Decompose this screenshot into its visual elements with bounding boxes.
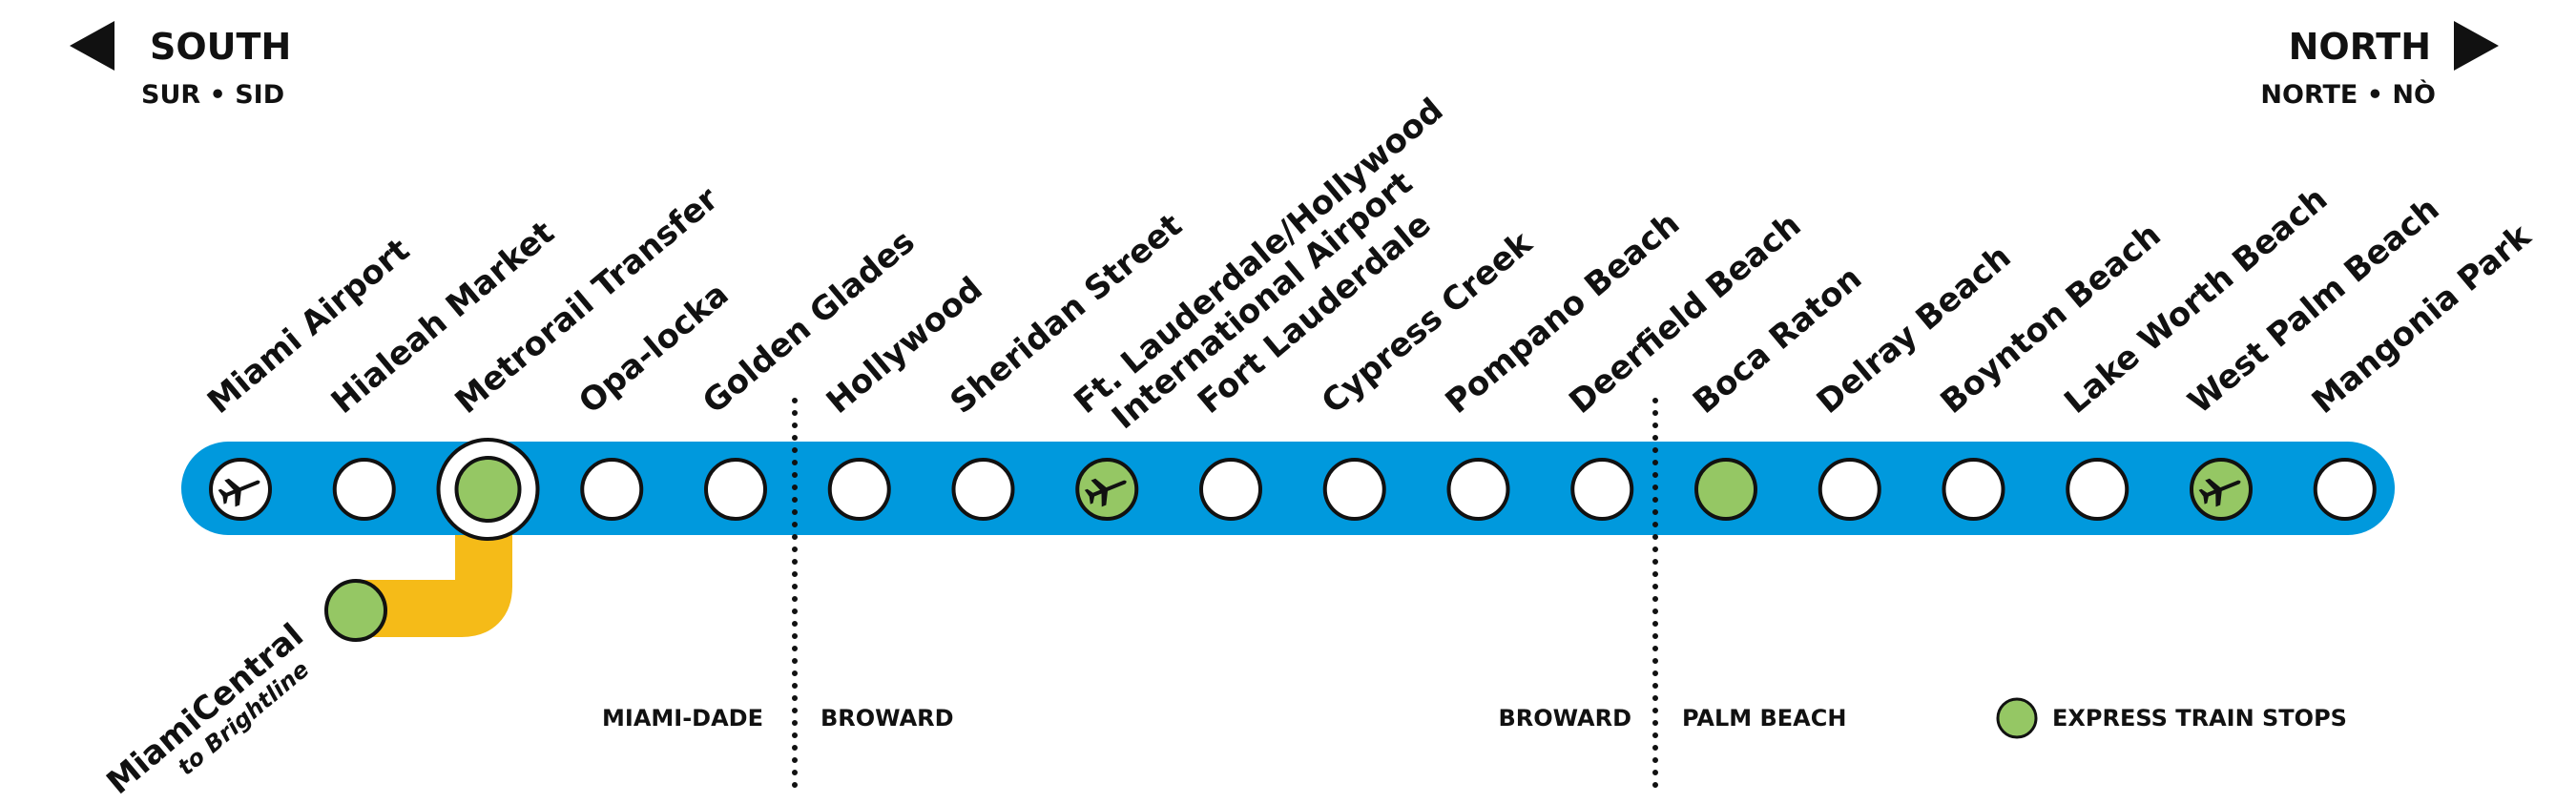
stop-dot[interactable] xyxy=(1199,458,1262,521)
station-stop[interactable] xyxy=(209,458,272,521)
stop-dot[interactable] xyxy=(1942,458,2005,521)
station-label-group: Golden Glades xyxy=(696,223,923,422)
station-label: Boynton Beach xyxy=(1934,216,2169,421)
station-label-group: Boynton Beach xyxy=(1934,216,2169,421)
station-stop[interactable] xyxy=(951,458,1015,521)
arrow-right-icon xyxy=(2454,21,2499,71)
station-stop[interactable] xyxy=(1942,458,2005,521)
station-stop[interactable] xyxy=(827,458,891,521)
station-label-group: Pompano Beach xyxy=(1439,204,1688,422)
miamicentral-label-group: MiamiCentral to Brightline xyxy=(99,616,314,802)
station-stop[interactable] xyxy=(580,458,644,521)
stop-dot[interactable] xyxy=(704,458,767,521)
county-label-miami-dade: MIAMI-DADE xyxy=(602,705,763,732)
station-stop[interactable] xyxy=(436,438,540,541)
miamicentral-label: MiamiCentral xyxy=(99,616,310,802)
station-label-group: Miami Airport xyxy=(200,231,417,422)
station-stop[interactable] xyxy=(1199,458,1262,521)
station-stop[interactable] xyxy=(1322,458,1386,521)
station-label: Golden Glades xyxy=(696,223,923,422)
south-sub-label: SUR • SID xyxy=(141,80,284,110)
stop-dot[interactable] xyxy=(332,458,396,521)
stop-dot[interactable] xyxy=(1322,458,1386,521)
station-stop[interactable] xyxy=(1818,458,1881,521)
stop-dot[interactable] xyxy=(2066,458,2129,521)
stop-dot[interactable] xyxy=(1446,458,1510,521)
station-stop[interactable] xyxy=(2313,458,2377,521)
miamicentral-stop[interactable] xyxy=(324,579,387,642)
station-dots xyxy=(209,438,2377,541)
station-stop[interactable] xyxy=(1694,458,1757,521)
stop-dot[interactable] xyxy=(827,458,891,521)
south-direction: SOUTH SUR • SID xyxy=(70,21,291,110)
north-direction: NORTH NORTE • NÒ xyxy=(2260,21,2499,110)
stop-dot[interactable] xyxy=(1570,458,1634,521)
station-label-group: Mangonia Park xyxy=(2305,216,2540,422)
station-label: Deerfield Beach xyxy=(1562,206,1808,422)
north-sub-label: NORTE • NÒ xyxy=(2260,79,2436,110)
station-label: Pompano Beach xyxy=(1439,204,1688,422)
station-stop[interactable] xyxy=(1446,458,1510,521)
stop-dot[interactable] xyxy=(951,458,1015,521)
legend-express-dot xyxy=(1996,697,2038,739)
station-stop[interactable] xyxy=(2190,458,2253,521)
station-stop[interactable] xyxy=(1570,458,1634,521)
north-label: NORTH xyxy=(2289,26,2431,68)
station-label-group: Hialeah Market xyxy=(324,214,562,422)
south-label: SOUTH xyxy=(150,26,291,68)
stop-dot[interactable] xyxy=(580,458,644,521)
arrow-left-icon xyxy=(70,21,114,71)
legend-label: EXPRESS TRAIN STOPS xyxy=(2052,705,2347,732)
express-stop-dot[interactable] xyxy=(454,456,522,523)
station-label: Miami Airport xyxy=(200,231,417,422)
station-label-line2: International Airport xyxy=(1105,164,1420,437)
branch-station[interactable]: MiamiCentral to Brightline xyxy=(99,579,387,804)
station-label: Mangonia Park xyxy=(2305,216,2540,422)
station-label-group: Deerfield Beach xyxy=(1562,206,1808,422)
county-label-palm-beach: PALM BEACH xyxy=(1682,705,1846,732)
station-stop[interactable] xyxy=(332,458,396,521)
stop-dot[interactable] xyxy=(2313,458,2377,521)
brightline-connector xyxy=(353,488,512,637)
legend: EXPRESS TRAIN STOPS xyxy=(1996,697,2347,739)
station-stop[interactable] xyxy=(1075,458,1139,521)
county-label-broward-right: BROWARD xyxy=(1498,705,1631,732)
stop-dot[interactable] xyxy=(1818,458,1881,521)
station-label: Hialeah Market xyxy=(324,214,562,422)
station-stop[interactable] xyxy=(2066,458,2129,521)
express-stop-dot[interactable] xyxy=(1694,458,1757,521)
county-label-broward-left: BROWARD xyxy=(821,705,954,732)
station-stop[interactable] xyxy=(704,458,767,521)
